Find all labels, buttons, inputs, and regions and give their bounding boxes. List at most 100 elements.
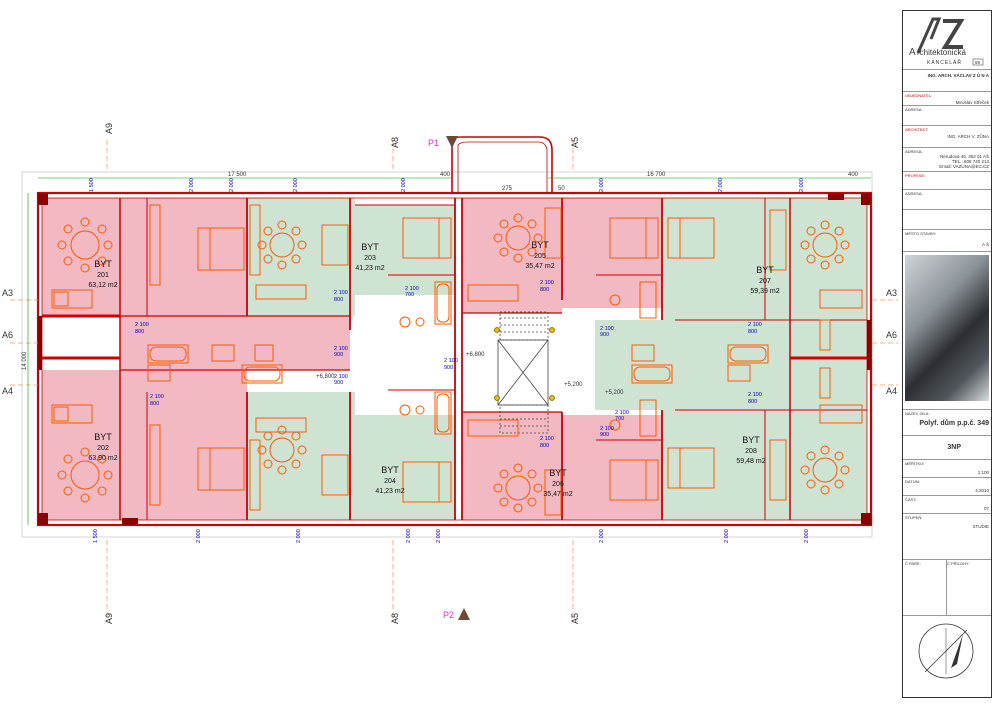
door-tag-sub: 800	[748, 329, 757, 335]
section-p1-label: P1	[428, 138, 439, 148]
dim-right-total: 16 700	[647, 172, 666, 178]
door-tag: 2 100	[135, 322, 149, 328]
door-tag-sub: 800	[540, 287, 549, 293]
investor: Miroslav Střeček	[955, 100, 989, 105]
axis-a5-bottom: A5	[570, 613, 580, 624]
svg-text:35,47 m2: 35,47 m2	[543, 491, 572, 498]
door-tag-sub: 900	[600, 432, 609, 438]
interior-walls	[42, 198, 867, 520]
door-tag-sub: 800	[150, 401, 159, 407]
site-label: MĚSTO STAVBY:	[905, 231, 937, 236]
svg-text:208: 208	[745, 448, 757, 455]
axis-a6-left: A6	[2, 330, 13, 340]
svg-text:BYT: BYT	[94, 432, 112, 442]
window-tag: 2 000	[401, 178, 407, 192]
svg-text:BYT: BYT	[549, 468, 567, 478]
svg-text:KANCELÁŘ: KANCELÁŘ	[927, 58, 962, 66]
svg-text:59,48 m2: 59,48 m2	[736, 458, 765, 465]
axis-a3-left: A3	[2, 288, 13, 298]
window-tag: 2 000	[436, 529, 442, 543]
svg-text:205: 205	[534, 253, 546, 260]
axis-a8-top: A8	[390, 137, 400, 148]
address-label: ADRESA:	[905, 107, 923, 112]
dimensions: 17 500 16 700 400 400 275 50 14 000	[22, 172, 871, 525]
dim-left-total: 17 500	[228, 172, 247, 178]
door-tag-sub: 900	[600, 332, 609, 338]
part: 07	[983, 506, 989, 511]
drawing-name-label: NÁZEV DÍLA:	[905, 411, 930, 416]
sofas	[51, 284, 863, 437]
window-tag: 2 000	[196, 529, 202, 543]
window-tag: 2 000	[293, 178, 299, 192]
svg-text:41,23 m2: 41,23 m2	[375, 488, 404, 495]
door-tag: 2 100	[444, 358, 458, 364]
columns	[38, 193, 871, 525]
level-6800b: +6,800	[316, 374, 335, 380]
svg-text:63,12 m2: 63,12 m2	[88, 282, 117, 289]
investor-label: OBJEDNATEL:	[905, 93, 933, 98]
address-line-2: TEL.: 608 740 213	[951, 159, 989, 164]
stage-label: STUPEŇ:	[905, 515, 923, 520]
door-tag-sub: 900	[444, 365, 453, 371]
bathrooms	[147, 281, 769, 437]
north-arrow-icon	[918, 623, 974, 679]
svg-text:35,47 m2: 35,47 m2	[525, 263, 554, 270]
window-tag: 2 000	[189, 178, 195, 192]
az-logo-icon: A rchitektonická KANCELÁŘ 59	[909, 17, 984, 66]
svg-text:BYT: BYT	[756, 265, 774, 275]
svg-text:59,39 m2: 59,39 m2	[750, 288, 779, 295]
levels: +6,800 +6,800 +5,200 +5,200	[316, 352, 624, 396]
door-tag-sub: 700	[615, 416, 624, 422]
dining-table-207	[800, 220, 850, 270]
sheet-no-label: Č.PARÉ:	[905, 561, 921, 566]
dim-50: 50	[558, 186, 565, 192]
door-tag-sub: 800	[540, 443, 549, 449]
address-line-1: Nerudova 46, 352 01 AŠ	[939, 154, 989, 159]
door-tag: 2 100	[600, 426, 614, 432]
dining-table-203	[257, 220, 307, 270]
door-tag: 2 100	[615, 410, 629, 416]
svg-text:41,23 m2: 41,23 m2	[355, 265, 384, 272]
architect-label: ARCHITEKT:	[905, 127, 929, 132]
dining-table-206	[493, 463, 543, 513]
window-tag: 2 000	[296, 529, 302, 543]
svg-text:BYT: BYT	[381, 465, 399, 475]
door-tag: 2 100	[334, 374, 348, 380]
door-tag: 2 100	[748, 322, 762, 328]
door-tag-sub: 900	[334, 380, 343, 386]
axis-a8-bottom: A8	[390, 613, 400, 624]
window-tag: 2 000	[406, 529, 412, 543]
stage: STUDIE	[972, 524, 989, 529]
svg-text:BYT: BYT	[531, 240, 549, 250]
company-logo: A rchitektonická KANCELÁŘ 59	[903, 11, 991, 69]
beds	[197, 217, 715, 503]
axis-a3-right: A3	[886, 288, 897, 298]
level-5200a: +5,200	[564, 382, 583, 388]
dim-edge-right: 400	[848, 172, 859, 178]
axis-labels: A9 A9 A8 A8 A5 A5 A3 A3 A6 A6 A4 A4	[2, 123, 897, 624]
section-markers: P1 P2	[428, 136, 470, 620]
level-6800: +6,800	[466, 352, 485, 358]
dim-275: 275	[502, 186, 513, 192]
window-tag: 2 000	[724, 529, 730, 543]
door-tag: 2 100	[334, 290, 348, 296]
door-tag-sub: 800	[334, 297, 343, 303]
svg-text:201: 201	[97, 272, 109, 279]
door-tag: 2 100	[540, 436, 554, 442]
door-tag-sub: 700	[405, 292, 414, 298]
address-line-3: Email: VAZUNA@EC.CZ	[939, 164, 989, 169]
door-tag: 2 100	[600, 326, 614, 332]
site: A Š	[981, 242, 989, 247]
apartment-205: BYT 205 35,47 m2	[525, 240, 554, 270]
door-tag: 2 100	[405, 286, 419, 292]
door-tag: 2 100	[540, 280, 554, 286]
window-tags: 1 500 2 000 2 000 2 000 2 000 2 000 2 00…	[89, 178, 810, 543]
dining-table-208	[800, 445, 850, 495]
axis-a6-right: A6	[886, 330, 897, 340]
address3-label: ADRESA:	[905, 191, 923, 196]
